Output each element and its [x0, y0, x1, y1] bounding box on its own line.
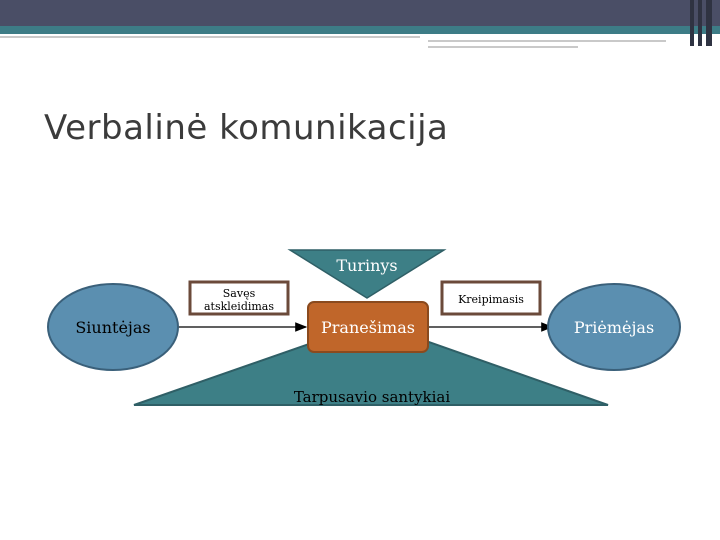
appeal-box [440, 280, 542, 316]
appeal-label: Kreipimasis [458, 293, 524, 306]
sender-label: Siuntėjas [75, 318, 150, 337]
slide-title: Verbalinė komunikacija [44, 108, 449, 148]
receiver-label: Priėmėjas [574, 318, 654, 337]
header-accent-line-left [0, 36, 420, 38]
self-disclosure-label-line1: Savęs [223, 287, 256, 300]
content-label: Turinys [336, 256, 397, 275]
content-triangle [287, 249, 447, 299]
relationship-triangle [133, 320, 609, 406]
header-edge-stripes [690, 0, 720, 46]
relationship-label: Tarpusavio santykiai [294, 388, 451, 406]
message-box [307, 301, 429, 353]
header-bar [0, 0, 720, 26]
self-disclosure-box [188, 280, 290, 316]
receiver-ellipse [547, 283, 681, 371]
message-label: Pranešimas [321, 318, 415, 337]
sender-ellipse [47, 283, 179, 371]
header-accent-line-right [428, 40, 666, 42]
header-accent-line-short [428, 46, 578, 48]
self-disclosure-label-line2: atskleidimas [204, 300, 274, 313]
header-accent-bar [0, 26, 720, 34]
